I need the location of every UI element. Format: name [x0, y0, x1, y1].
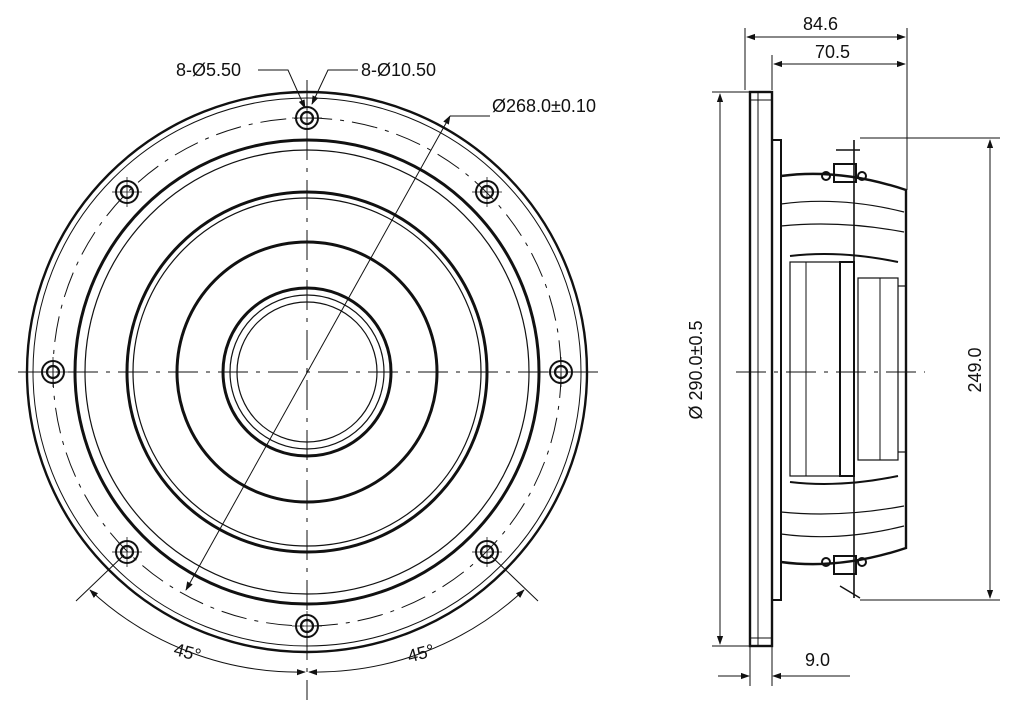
- mounting-hole: [112, 537, 142, 567]
- mounting-hole: [38, 357, 68, 387]
- bolt-hole-callout: 8-Ø5.50: [176, 60, 306, 109]
- side-frame-body: [772, 139, 908, 601]
- mounting-hole: [112, 177, 142, 207]
- angle-right-label: 45°: [405, 640, 436, 666]
- flange-thickness-label: 9.0: [805, 650, 830, 670]
- mounting-hole: [472, 537, 502, 567]
- bolt-hole-label: 8-Ø5.50: [176, 60, 241, 80]
- bolt-circle-dimension: Ø268.0±0.10: [185, 96, 596, 591]
- counterbore-callout: 8-Ø10.50: [311, 60, 436, 105]
- overall-depth-dimension: 84.6: [744, 14, 908, 190]
- cutout-diameter-dimension: 249.0: [860, 137, 1000, 601]
- terminal-bottom: [821, 555, 867, 599]
- flange-thickness-dimension: 9.0: [718, 646, 850, 686]
- mounting-hole: [292, 611, 322, 641]
- side-view: 84.6 70.5 Ø 290.0±0.5 249.0: [686, 14, 1000, 686]
- front-view: 8-Ø5.50 8-Ø10.50 Ø268.0±0.10 45° 45°: [18, 60, 600, 700]
- mounting-hole: [546, 357, 576, 387]
- cutout-diameter-label: 249.0: [965, 347, 985, 392]
- frame-depth-label: 70.5: [815, 42, 850, 62]
- terminal-top: [821, 149, 867, 183]
- mounting-hole: [292, 103, 322, 133]
- frame-depth-dimension: 70.5: [771, 42, 906, 90]
- side-flange-plate: [748, 90, 774, 648]
- angle-left-label: 45°: [172, 639, 203, 665]
- flange-diameter-label: Ø 290.0±0.5: [686, 321, 706, 420]
- bolt-circle-label: Ø268.0±0.10: [492, 96, 596, 116]
- overall-depth-label: 84.6: [803, 14, 838, 34]
- flange-diameter-dimension: Ø 290.0±0.5: [686, 91, 750, 647]
- counterbore-label: 8-Ø10.50: [361, 60, 436, 80]
- mounting-hole: [472, 177, 502, 207]
